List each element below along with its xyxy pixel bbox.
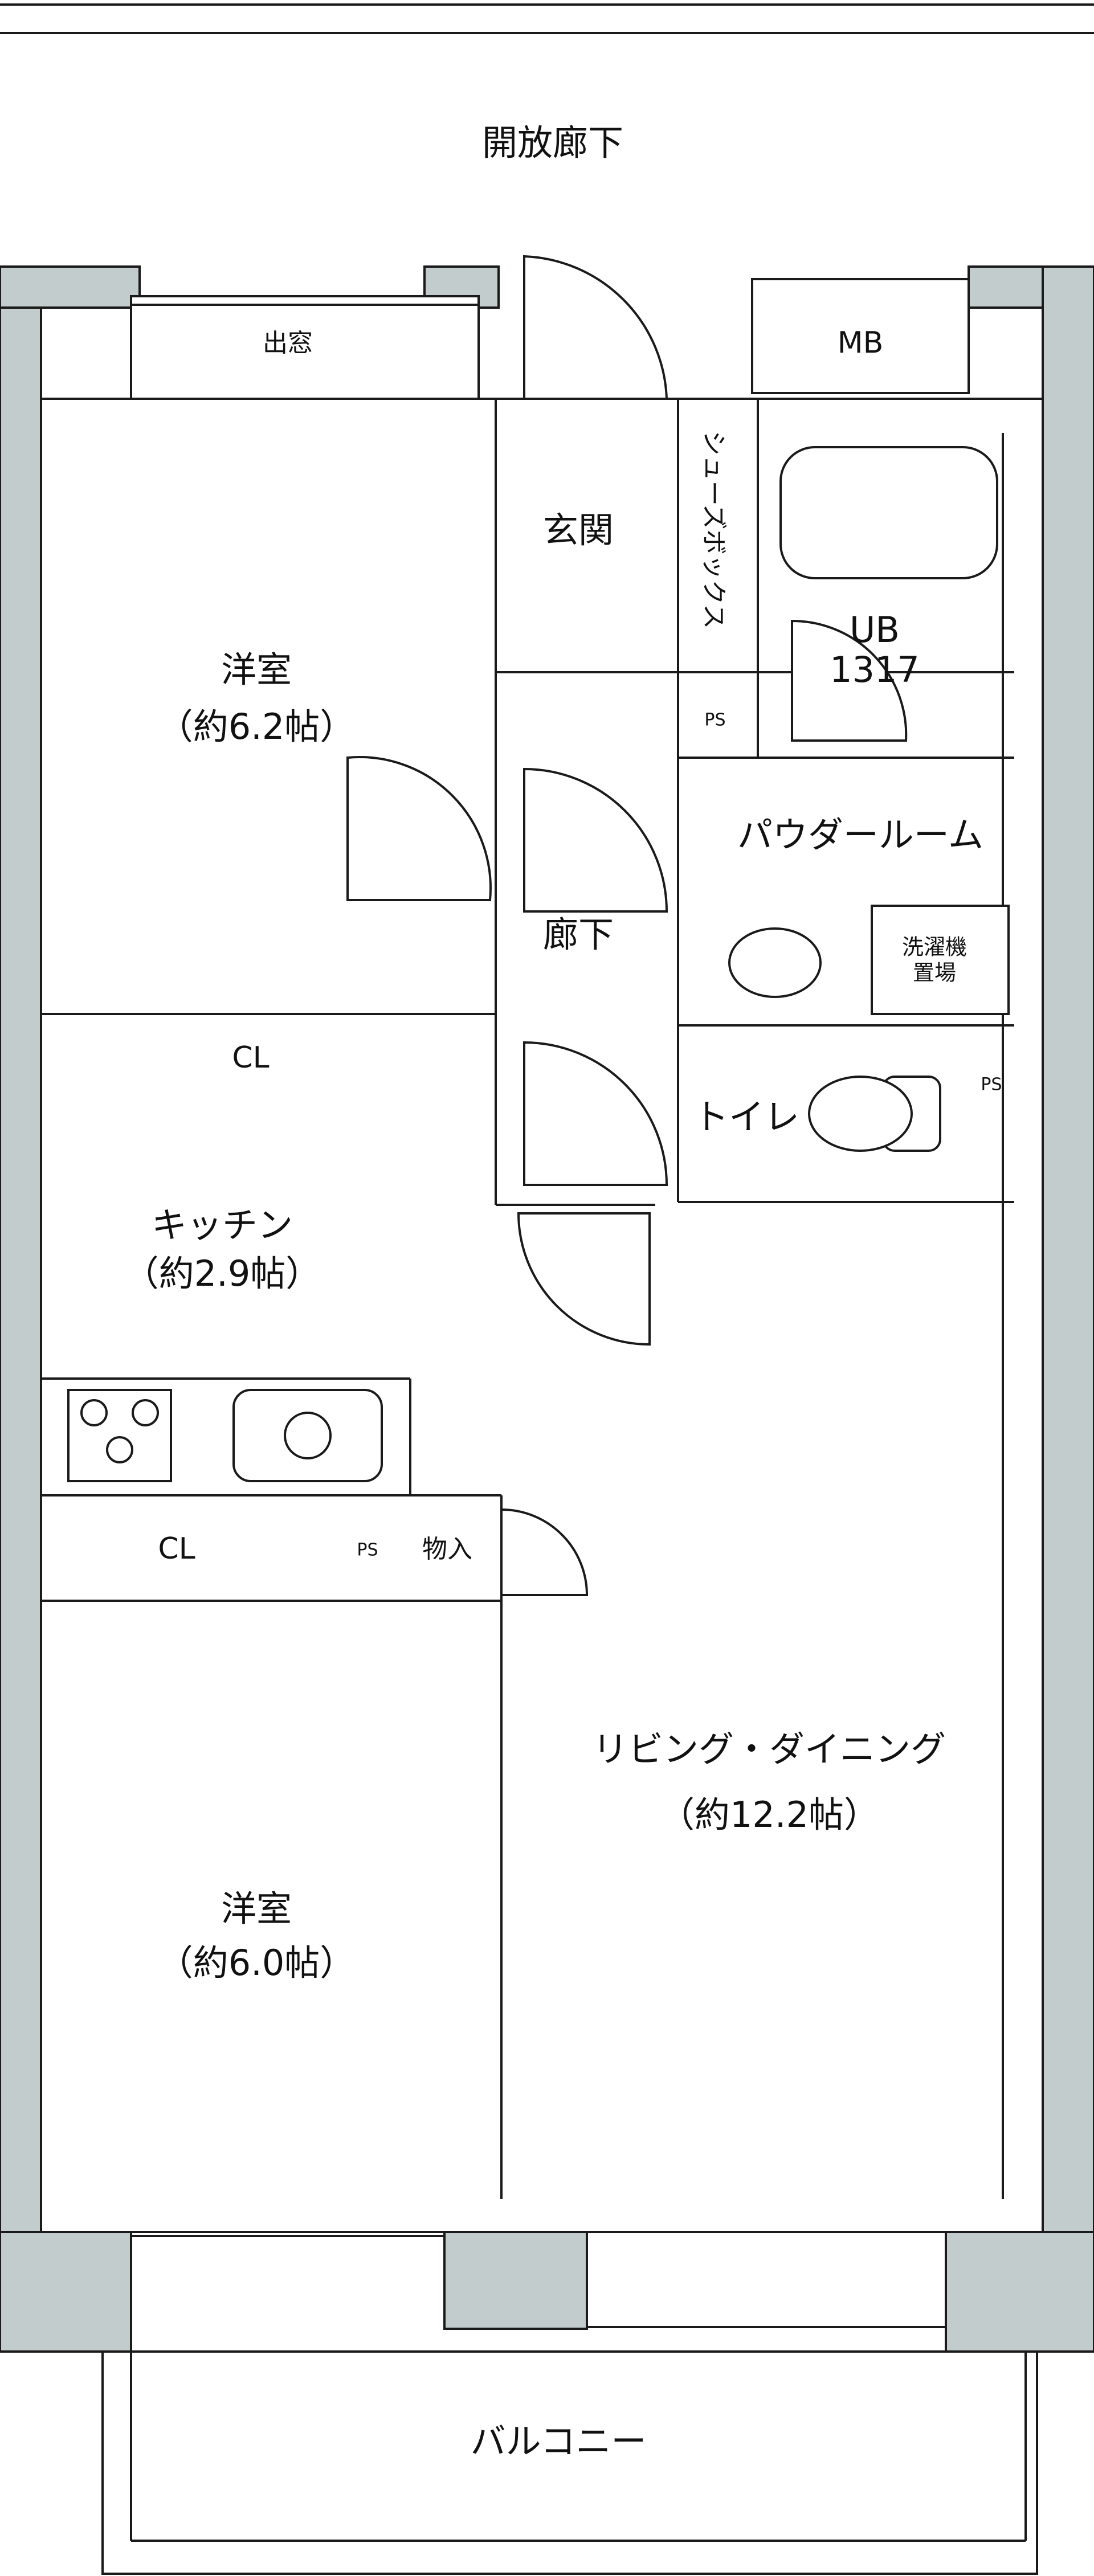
pipe-space-label: PS bbox=[357, 1540, 378, 1560]
toilet-bowl bbox=[808, 1076, 913, 1152]
balcony-label: バルコニー bbox=[471, 2420, 647, 2462]
toilet-label: トイレ bbox=[693, 1096, 799, 1138]
door-swing bbox=[346, 756, 492, 901]
south-wall-left bbox=[0, 2231, 132, 2353]
door-swing bbox=[517, 1212, 651, 1346]
bedroom-north-area: （約6.2帖） bbox=[158, 706, 356, 747]
balcony-area bbox=[101, 2350, 1038, 2575]
living-dining-area: （約12.2帖） bbox=[659, 1794, 879, 1835]
shoe-box-label: シューズボックス bbox=[699, 431, 728, 629]
closet-south-label: CL bbox=[158, 1532, 195, 1566]
storage-door-swing bbox=[500, 1508, 589, 1596]
burner-icon bbox=[132, 1399, 159, 1426]
powder-room-label: パウダールーム bbox=[737, 814, 983, 856]
door-swing bbox=[523, 767, 668, 913]
bathtub bbox=[779, 446, 998, 579]
bath-size-label: 1317 bbox=[830, 649, 920, 690]
closet-north-label: CL bbox=[232, 1041, 269, 1075]
sink-drain bbox=[284, 1412, 332, 1459]
kitchen-area: （約2.9帖） bbox=[124, 1253, 321, 1294]
bay-window-label: 出窓 bbox=[263, 329, 313, 358]
bay-window-area bbox=[130, 295, 480, 400]
laundry-space bbox=[871, 905, 1010, 1015]
north-wall-left bbox=[0, 265, 141, 309]
laundry-label: 置場 bbox=[913, 960, 956, 986]
bedroom-south-area: （約6.0帖） bbox=[158, 1942, 356, 1984]
meter-box-label: MB bbox=[838, 326, 884, 360]
bath-door-swing bbox=[791, 619, 908, 742]
pipe-space-label: PS bbox=[981, 1075, 1002, 1095]
south-wall-mid bbox=[443, 2231, 588, 2330]
meter-box bbox=[751, 278, 970, 394]
west-wall bbox=[0, 265, 42, 2279]
pipe-space-label: PS bbox=[704, 710, 725, 730]
stove bbox=[67, 1389, 172, 1482]
living-dining-label: リビング・ダイニング bbox=[593, 1728, 946, 1770]
hallway-label: 廊下 bbox=[543, 914, 614, 955]
south-wall-right bbox=[945, 2231, 1094, 2353]
east-wall bbox=[1042, 265, 1094, 2279]
door-swing bbox=[523, 1041, 668, 1186]
entrance-label: 玄関 bbox=[543, 509, 614, 551]
bath-label: UB bbox=[850, 609, 900, 651]
bedroom-north-label: 洋室 bbox=[221, 649, 292, 690]
burner-icon bbox=[80, 1399, 108, 1426]
bedroom-south-label: 洋室 bbox=[221, 1888, 292, 1929]
kitchen-label: キッチン bbox=[152, 1204, 293, 1246]
laundry-label: 洗濯機 bbox=[902, 935, 967, 960]
storage-label: 物入 bbox=[422, 1535, 472, 1564]
plan-linework bbox=[0, 3, 1094, 2575]
entry-door-swing bbox=[523, 255, 668, 400]
corridor-label: 開放廊下 bbox=[482, 122, 623, 163]
burner-icon bbox=[106, 1436, 133, 1463]
wash-basin bbox=[728, 927, 822, 998]
